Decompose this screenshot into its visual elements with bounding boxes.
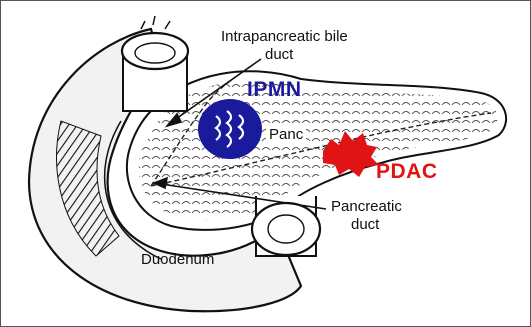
pancreatic-duct-label-line1: Pancreatic [331,198,402,215]
bile-duct-label-line1: Intrapancreatic bile [221,28,348,45]
bile-duct-label-line2: duct [265,46,293,63]
panc-label: Panc [266,126,306,143]
upper-vessel-ring [122,16,188,111]
duodenum-label: Duodenum [141,251,214,268]
pancreatic-duct-label-line2: duct [351,216,379,233]
ipmn-lesion [198,99,262,159]
ipmn-label: IPMN [247,81,302,98]
pdac-label: PDAC [376,163,438,180]
lower-vessel-ring [252,196,320,256]
